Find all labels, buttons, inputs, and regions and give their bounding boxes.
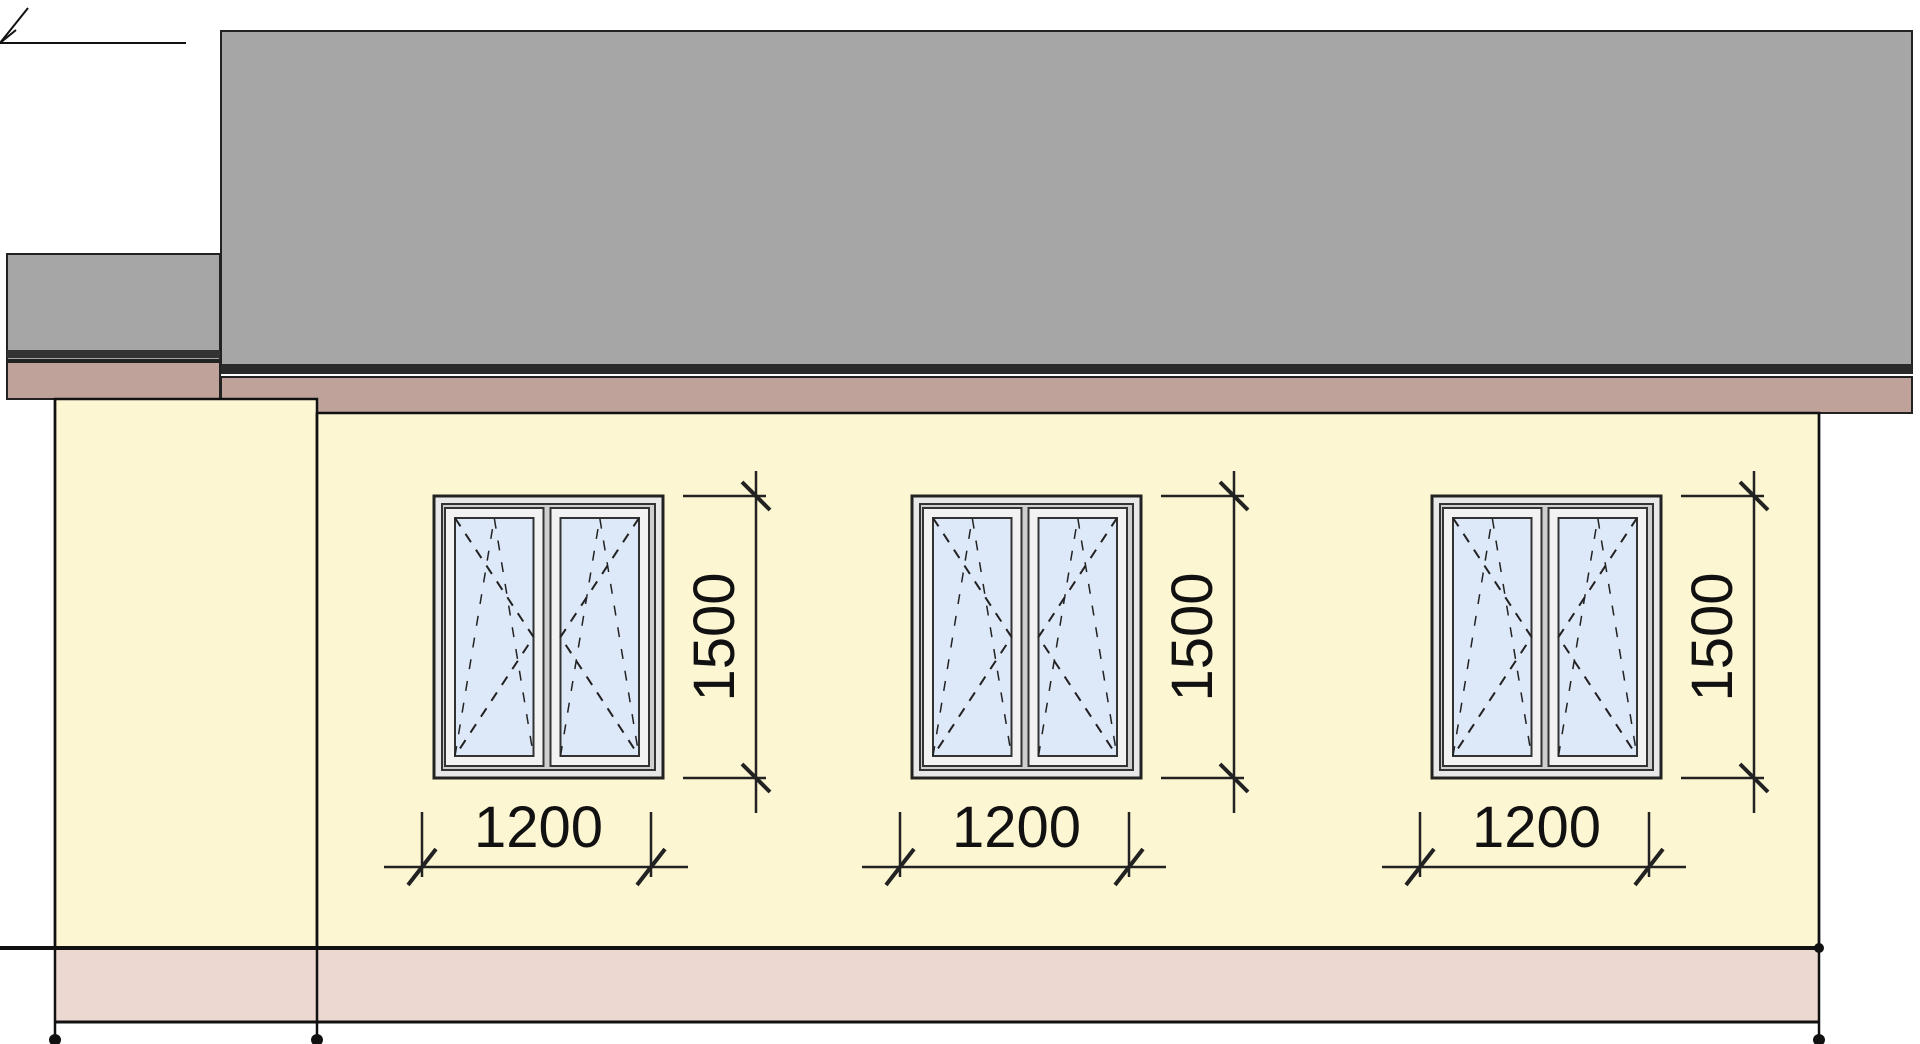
annex-wall [53,397,319,950]
section-arrow-icon [0,7,186,44]
width-dimension-label: 1200 [474,795,603,860]
casement-opening-line [559,517,640,757]
tilt-opening-line [559,517,640,757]
window-glass [1452,517,1533,757]
tilt-opening-line [1452,517,1533,757]
height-dimension [683,471,772,813]
window-glass [454,517,535,757]
width-dimension [384,812,688,887]
height-dimension [1681,471,1770,813]
window-glass [932,517,1013,757]
main-roof-edge [221,364,1912,374]
window [1430,494,1663,780]
height-dimension-label: 1500 [1680,572,1745,701]
tilt-opening-line [1557,517,1638,757]
casement-opening-line [1452,517,1533,757]
annex-roof-edge [7,350,220,358]
annex-roof [6,253,221,361]
windows-group: 1500 1200 1500 1200 1500 1200 [384,471,1770,887]
casement-opening-line [454,517,535,757]
window-glass [1037,517,1118,757]
height-dimension-label: 1500 [1160,572,1225,701]
width-dimension [862,812,1166,887]
main-roof [220,30,1913,374]
tilt-opening-line [932,517,1013,757]
width-dimension [1382,812,1686,887]
height-dimension [1161,471,1250,813]
grid-markers [49,943,1825,1044]
window [910,494,1143,780]
plinth [55,948,1819,1022]
window-glass [559,517,640,757]
width-dimension-label: 1200 [952,795,1081,860]
height-dimension-label: 1500 [682,572,747,701]
main-fascia [220,376,1913,414]
casement-opening-line [932,517,1013,757]
width-dimension-label: 1200 [1472,795,1601,860]
window [432,494,665,780]
annex-fascia [6,361,221,400]
casement-opening-line [1557,517,1638,757]
window-glass [1557,517,1638,757]
tilt-opening-line [454,517,535,757]
tilt-opening-line [1037,517,1118,757]
casement-opening-line [1037,517,1118,757]
